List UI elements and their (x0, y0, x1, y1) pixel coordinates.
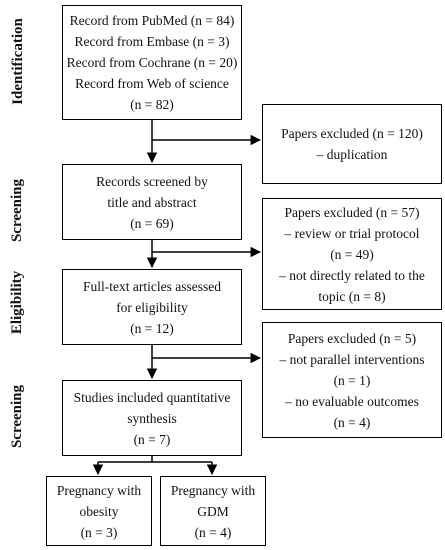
excluded-eligibility-box: Papers excluded (n = 5) – not parallel i… (262, 322, 442, 438)
screened-line-2: title and abstract (107, 194, 197, 210)
fulltext-line-2: for eligibility (116, 299, 188, 315)
excluded-eligibility-reason-outcomes: – no evaluable outcomes (285, 393, 419, 409)
screened-line-1: Records screened by (96, 173, 208, 189)
excluded-duplication-reason: – duplication (316, 147, 388, 162)
excluded-eligibility-reason-parallel: – not parallel interventions (279, 351, 425, 367)
obesity-count: (n = 3) (80, 524, 118, 540)
obesity-line-2: obesity (79, 503, 119, 519)
gdm-line-2: GDM (197, 503, 229, 519)
excluded-duplication-title: Papers excluded (n = 120) (281, 126, 423, 141)
records-line-pubmed: Record from PubMed (n = 84) (69, 13, 235, 28)
pregnancy-gdm-box: Pregnancy with GDM (n = 4) (160, 476, 266, 546)
excluded-eligibility-parallel-count: (n = 1) (333, 372, 371, 388)
records-screened-box: Records screened by title and abstract (… (62, 164, 242, 240)
fulltext-count: (n = 12) (130, 320, 174, 336)
excluded-screening-review-count: (n = 49) (330, 246, 374, 262)
screened-count: (n = 69) (130, 215, 174, 231)
excluded-eligibility-title: Papers excluded (n = 5) (287, 330, 417, 346)
excluded-eligibility-outcomes-count: (n = 4) (333, 414, 371, 430)
excluded-screening-reason-review: – review or trial protocol (284, 225, 420, 241)
pregnancy-obesity-box: Pregnancy with obesity (n = 3) (46, 476, 152, 546)
records-line-embase: Record from Embase (n = 3) (74, 34, 230, 49)
gdm-line-1: Pregnancy with (170, 482, 256, 498)
studies-included-box: Studies included quantitative synthesis … (62, 380, 242, 456)
excluded-screening-unrelated-count: topic (n = 8) (318, 288, 386, 304)
records-line-web-of-science-count: (n = 82) (130, 97, 174, 112)
gdm-count: (n = 4) (194, 524, 232, 540)
included-count: (n = 7) (133, 431, 171, 447)
obesity-line-1: Pregnancy with (56, 482, 142, 498)
excluded-screening-title: Papers excluded (n = 57) (284, 204, 420, 220)
excluded-screening-box: Papers excluded (n = 57) – review or tri… (262, 198, 442, 310)
included-line-2: synthesis (127, 410, 177, 426)
included-line-1: Studies included quantitative (73, 389, 231, 405)
fulltext-assessed-box: Full-text articles assessed for eligibil… (62, 269, 242, 345)
records-identified-box: Record from PubMed (n = 84) Record from … (62, 5, 242, 120)
excluded-screening-reason-unrelated: – not directly related to the (279, 267, 425, 283)
excluded-duplication-box: Papers excluded (n = 120) – duplication (262, 104, 442, 184)
fulltext-line-1: Full-text articles assessed (83, 278, 221, 294)
records-line-web-of-science: Record from Web of science (75, 76, 229, 91)
records-line-cochrane: Record from Cochrane (n = 20) (66, 55, 238, 70)
